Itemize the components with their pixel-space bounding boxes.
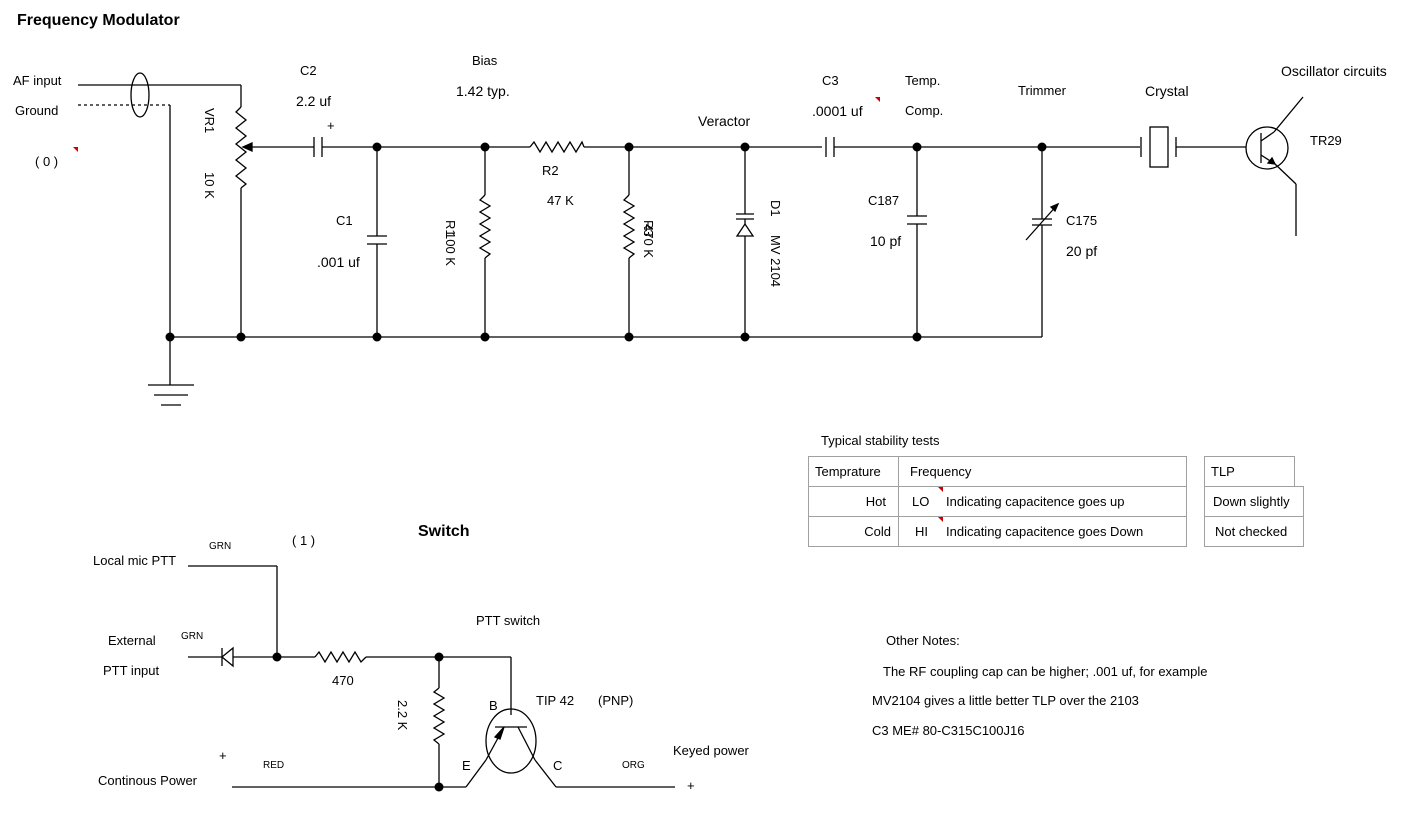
- comment-flag-icon: [875, 97, 880, 102]
- plus-label-2: +: [687, 778, 695, 793]
- r22k-value-label: 2.2 K: [395, 700, 410, 731]
- c187-name-label: C187: [868, 193, 900, 208]
- collector-c-label: C: [553, 758, 563, 773]
- r1-value-label: 100 K: [443, 232, 458, 266]
- ground-label: Ground: [15, 103, 59, 118]
- ptt-input-label: PTT input: [103, 663, 160, 678]
- header-temp: Temprature: [808, 456, 899, 487]
- external-label: External: [108, 633, 156, 648]
- af-input-label: AF input: [13, 73, 62, 88]
- c3-name-label: C3: [822, 73, 839, 88]
- c1-value-label: .001 uf: [317, 254, 360, 270]
- tip42-label: TIP 42: [536, 693, 575, 708]
- r1-resistor: [478, 194, 492, 259]
- temp-label: Temp.: [905, 73, 941, 88]
- row-cold-code: HI: [915, 524, 928, 539]
- r470-resistor: [314, 650, 367, 664]
- row-cold-desc: Indicating capacitence goes Down: [946, 524, 1144, 539]
- bias-value-label: 1.42 typ.: [456, 83, 510, 99]
- r2-name-label: R2: [542, 163, 559, 178]
- shielded-cable-icon: [130, 72, 150, 118]
- c175-value-label: 20 pf: [1066, 243, 1098, 259]
- c1-name-label: C1: [336, 213, 353, 228]
- row-hot-desc: Indicating capacitence goes up: [946, 494, 1125, 509]
- r3-value-label: 470 K: [641, 224, 656, 258]
- r2-value-label: 47 K: [547, 193, 574, 208]
- base-b-label: B: [489, 698, 498, 713]
- switch-title: Switch: [418, 523, 470, 540]
- r3-resistor: [622, 194, 636, 259]
- org-wire-label: ORG: [622, 760, 645, 771]
- veractor-label: Veractor: [698, 113, 751, 129]
- plus-label-1: +: [219, 748, 227, 763]
- oscillator-label: Oscillator circuits: [1281, 63, 1387, 79]
- c3-value-label: .0001 uf: [812, 103, 863, 119]
- header-frequency: Frequency: [898, 456, 1187, 487]
- note-line-3: C3 ME# 80-C315C100J16: [872, 723, 1025, 738]
- emitter-e-label: E: [462, 758, 471, 773]
- keyed-power-label: Keyed power: [673, 743, 749, 758]
- junction-dots: [165, 142, 1047, 792]
- page-title: Frequency Modulator: [17, 12, 180, 29]
- bias-label: Bias: [472, 53, 498, 68]
- vr1-wiper-arrow: [241, 141, 253, 153]
- row-cold-frequency: HI Indicating capacitence goes Down: [898, 516, 1187, 547]
- comment-flag-icon: [73, 147, 78, 152]
- grn-label-1: GRN: [209, 541, 232, 552]
- comp-label: Comp.: [905, 103, 944, 118]
- notes-title: Other Notes:: [886, 633, 960, 648]
- node0-label: ( 0 ): [35, 154, 59, 169]
- c187-value-label: 10 pf: [870, 233, 902, 249]
- c2-name-label: C2: [300, 63, 317, 78]
- tip42-transistor: [485, 708, 537, 774]
- comment-flag-icon: [938, 517, 943, 522]
- c175-name-label: C175: [1066, 213, 1098, 228]
- vr1-value-label: 10 K: [202, 172, 217, 199]
- r470-value-label: 470: [332, 673, 354, 688]
- row-hot-code: LO: [912, 494, 930, 509]
- tr29-label: TR29: [1310, 133, 1342, 148]
- note-line-2: MV2104 gives a little better TLP over th…: [872, 693, 1139, 708]
- c2-plus-label: +: [327, 118, 335, 133]
- r22k-resistor: [432, 687, 446, 745]
- r2-resistor: [529, 140, 585, 154]
- d1-name-label: D1: [768, 200, 783, 217]
- c2-value-label: 2.2 uf: [296, 93, 332, 109]
- red-wire-label: RED: [263, 760, 285, 771]
- vr1-potentiometer: [234, 106, 248, 189]
- header-tlp: TLP: [1204, 456, 1295, 487]
- node1-label: ( 1 ): [292, 533, 316, 548]
- tr29-transistor: [1245, 126, 1289, 170]
- vr1-name-label: VR1: [202, 108, 217, 134]
- row-hot-tlp: Down slightly: [1204, 486, 1304, 517]
- trimmer-label: Trimmer: [1018, 83, 1066, 98]
- row-cold-tlp: Not checked: [1204, 516, 1304, 547]
- comment-flag-icon: [938, 487, 943, 492]
- grn-label-2: GRN: [181, 631, 204, 642]
- row-cold-temp: Cold: [808, 516, 899, 547]
- note-line-1: The RF coupling cap can be higher; .001 …: [883, 664, 1208, 679]
- crystal-label: Crystal: [1145, 83, 1189, 99]
- crystal-symbol: [1149, 126, 1169, 168]
- d1-value-label: MV 2104: [768, 235, 783, 288]
- ptt-diode: [220, 646, 234, 668]
- row-hot-temp: Hot: [808, 486, 899, 517]
- pnp-label: (PNP): [598, 693, 634, 708]
- stability-title: Typical stability tests: [821, 433, 940, 448]
- ptt-switch-label: PTT switch: [476, 613, 541, 628]
- continous-power-label: Continous Power: [98, 773, 197, 788]
- local-mic-ptt-label: Local mic PTT: [93, 553, 177, 568]
